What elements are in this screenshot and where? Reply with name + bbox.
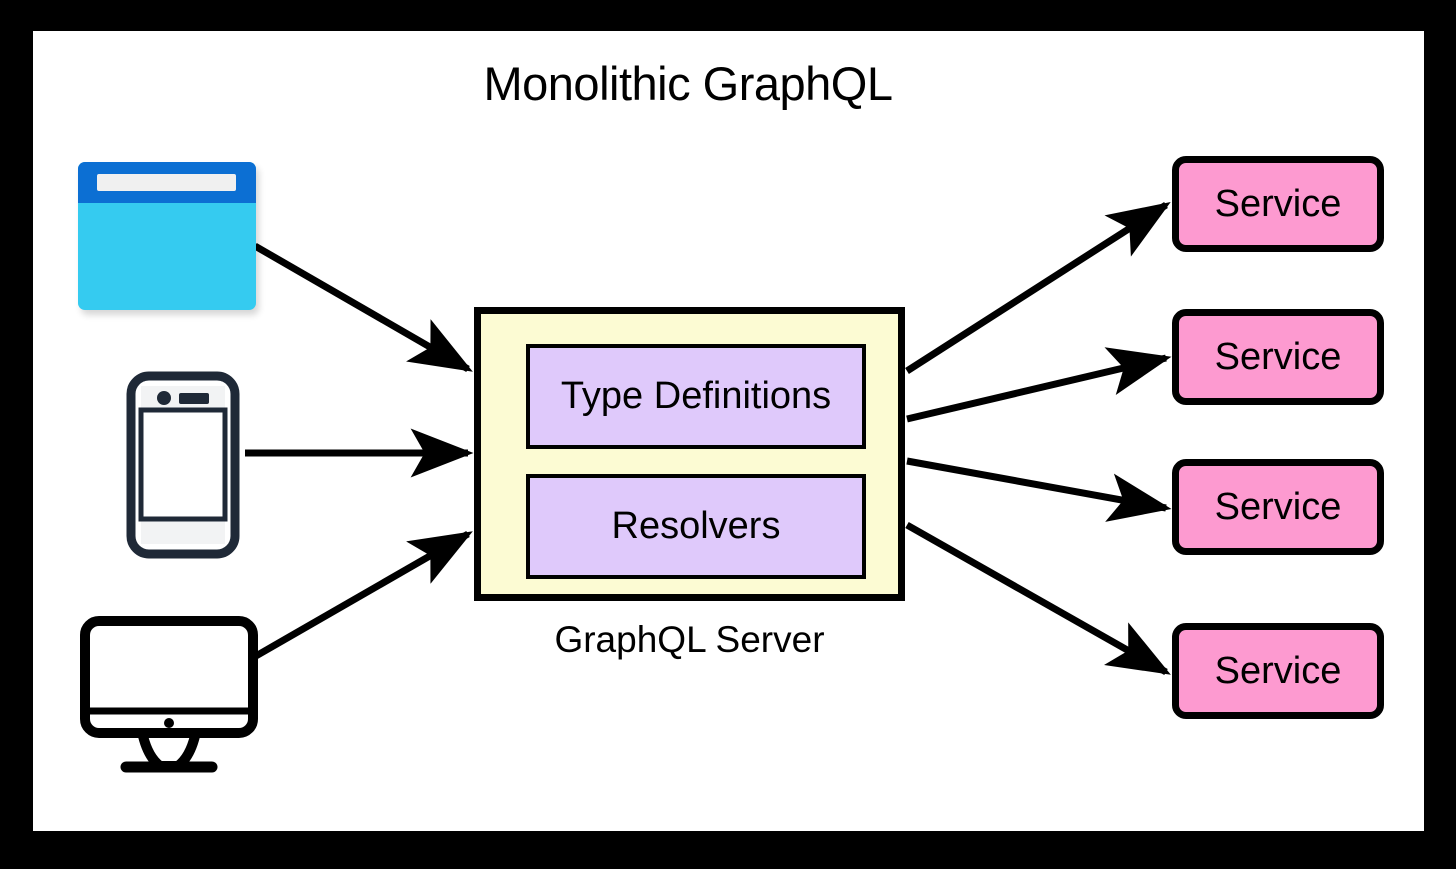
diagram-canvas: Monolithic GraphQL [33,31,1424,831]
service-box-1: Service [1172,156,1384,252]
arrow-server-to-service-1 [905,201,1171,374]
service-box-4: Service [1172,623,1384,719]
arrow-monitor-to-server [247,530,473,664]
browser-address-bar [97,174,236,191]
arrow-browser-to-server [253,242,473,373]
resolvers-box: Resolvers [526,474,866,579]
diagram-title: Monolithic GraphQL [483,57,893,110]
mobile-phone-icon [126,371,240,559]
desktop-monitor-icon [80,616,258,773]
browser-window-icon [78,162,256,310]
arrow-server-to-service-3 [906,457,1172,522]
graphql-server-box: Type Definitions Resolvers [474,307,905,601]
graphql-server-caption: GraphQL Server [554,619,825,660]
type-definitions-box: Type Definitions [526,344,866,449]
service-box-3: Service [1172,459,1384,555]
arrow-server-to-service-4 [905,521,1171,676]
browser-titlebar [78,162,256,203]
service-box-2: Service [1172,309,1384,405]
arrow-server-to-service-2 [906,347,1172,423]
